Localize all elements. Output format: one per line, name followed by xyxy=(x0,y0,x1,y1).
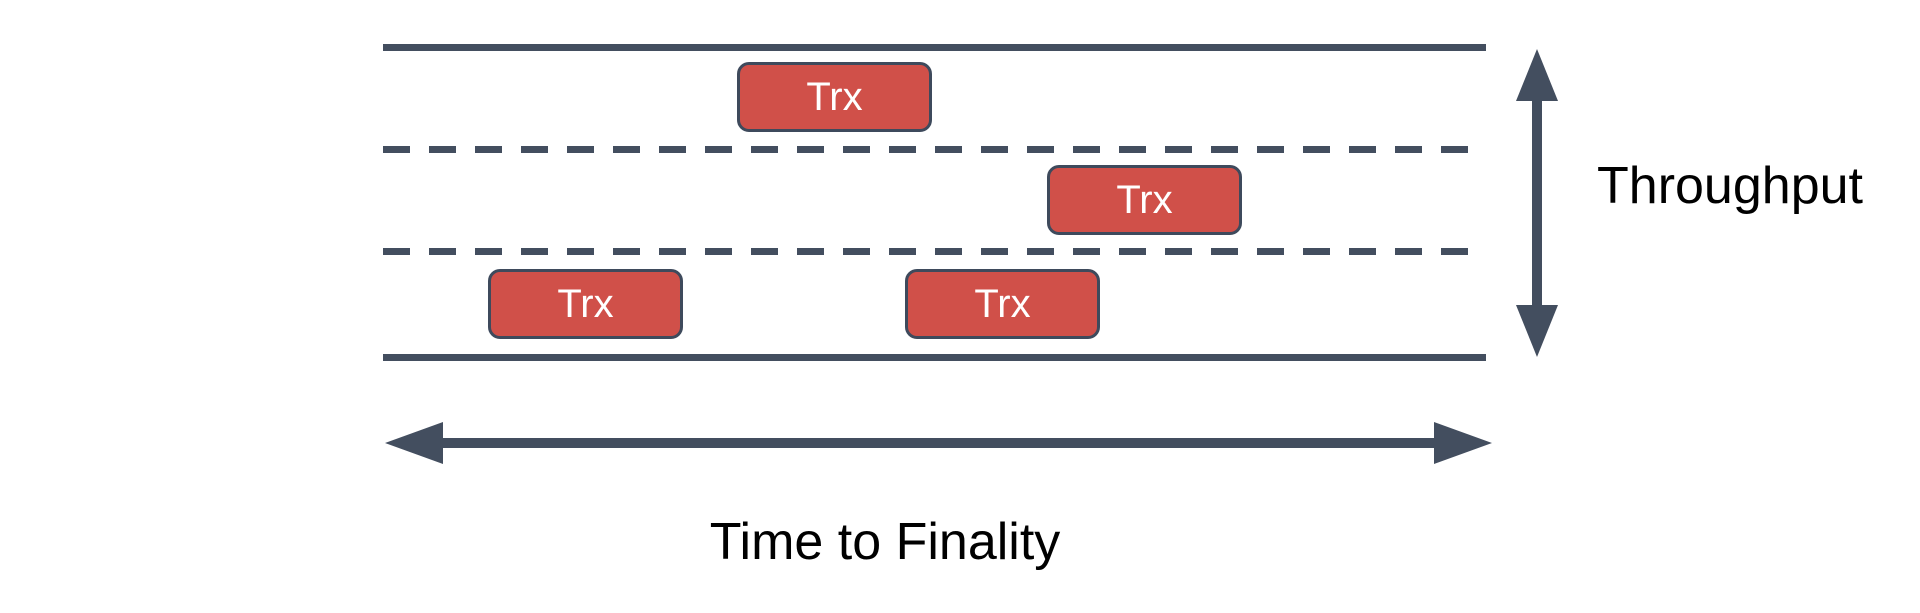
lane-boundary-top xyxy=(383,44,1486,51)
trx-box-middle-lane: Trx xyxy=(1047,165,1242,235)
trx-box-bottom-lane-right: Trx xyxy=(905,269,1100,339)
trx-label: Trx xyxy=(974,282,1031,326)
trx-box-top-lane: Trx xyxy=(737,62,932,132)
trx-label: Trx xyxy=(557,282,614,326)
lane-divider-2 xyxy=(383,248,1486,255)
lane-divider-1 xyxy=(383,146,1486,153)
time-to-finality-double-arrow xyxy=(385,422,1492,464)
lane-boundary-bottom xyxy=(383,354,1486,361)
throughput-axis-label: Throughput xyxy=(1597,157,1863,215)
trx-label: Trx xyxy=(806,75,863,119)
time-to-finality-axis-label: Time to Finality xyxy=(709,513,1061,571)
throughput-double-arrow xyxy=(1516,49,1558,357)
trx-label: Trx xyxy=(1116,178,1173,222)
trx-box-bottom-lane-left: Trx xyxy=(488,269,683,339)
